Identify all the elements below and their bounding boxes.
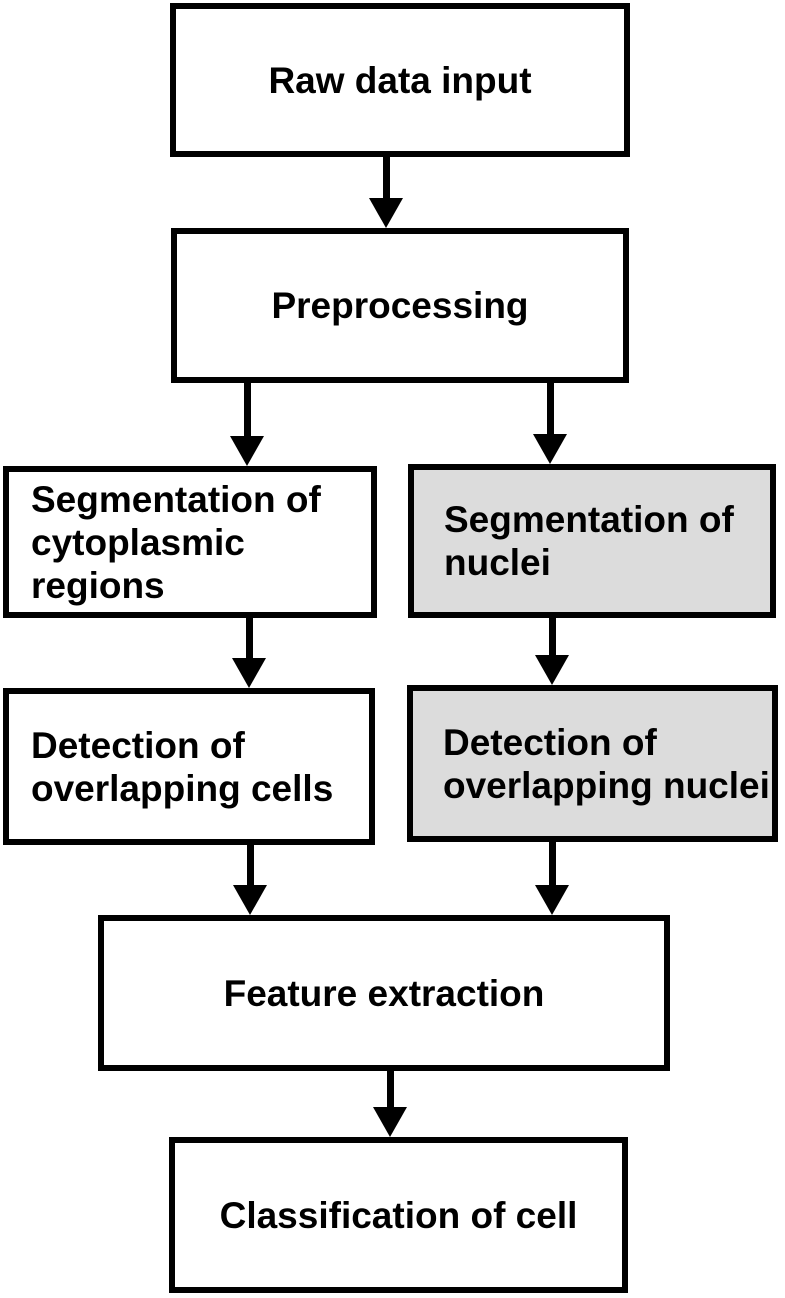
node-label-line2: overlapping nuclei — [443, 764, 770, 806]
node-label-line2: cytoplasmic regions — [31, 521, 245, 606]
arrow-segmentation-cytoplasmic-to-detection-cells — [232, 618, 266, 688]
node-label: Preprocessing — [271, 285, 529, 326]
arrow-detection-nuclei-to-feature-extraction — [535, 842, 569, 915]
node-label: Feature extraction — [223, 972, 545, 1014]
node-label: Raw data input — [268, 59, 532, 101]
node-label-line2: nuclei — [444, 542, 551, 583]
node-label-line1: Detection of — [31, 724, 245, 766]
node-detection-overlapping-cells: Detection of overlapping cells — [3, 688, 375, 845]
arrow-preprocessing-to-segmentation-cytoplasmic — [230, 383, 264, 466]
node-label-line1: Segmentation of — [31, 478, 321, 520]
arrow-detection-cells-to-feature-extraction — [233, 845, 267, 915]
node-segmentation-nuclei: Segmentation of nuclei — [408, 464, 776, 618]
node-classification-of-cell: Classification of cell — [169, 1137, 628, 1293]
arrow-segmentation-nuclei-to-detection-nuclei — [535, 618, 569, 685]
node-label: Classification of cell — [219, 1194, 578, 1236]
arrow-preprocessing-to-segmentation-nuclei — [533, 383, 567, 464]
node-raw-data-input: Raw data input — [170, 3, 630, 157]
node-label-line2: overlapping cells — [31, 767, 334, 809]
node-label-line1: Detection of — [443, 721, 657, 763]
arrow-feature-extraction-to-classification — [373, 1071, 407, 1137]
node-feature-extraction: Feature extraction — [98, 915, 670, 1071]
node-preprocessing: Preprocessing — [171, 228, 629, 383]
node-label-line1: Segmentation of — [444, 499, 734, 540]
node-detection-overlapping-nuclei: Detection of overlapping nuclei — [407, 685, 778, 842]
arrow-raw-to-preprocessing — [369, 157, 403, 228]
node-segmentation-cytoplasmic-regions: Segmentation of cytoplasmic regions — [3, 466, 377, 618]
